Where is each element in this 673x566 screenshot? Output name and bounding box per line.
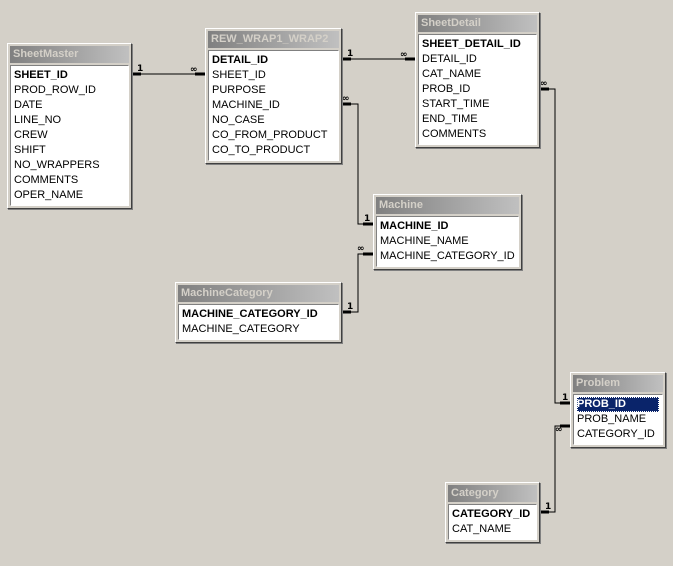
one-label: 1 — [364, 214, 370, 224]
many-label: ∞ — [400, 50, 408, 60]
field-item[interactable]: END_TIME — [422, 113, 478, 125]
rel-sheetdetail-problem — [539, 88, 570, 404]
field-item[interactable]: PURPOSE — [212, 84, 266, 96]
many-label: ∞ — [190, 65, 198, 75]
many-label: ∞ — [555, 425, 563, 435]
field-item[interactable]: CREW — [14, 129, 48, 141]
field-item[interactable]: SHEET_ID — [212, 69, 266, 81]
field-item[interactable]: SHEET_ID — [14, 69, 68, 81]
table-title-bar[interactable]: SheetDetail — [418, 15, 537, 32]
field-list[interactable]: SHEET_DETAIL_ID DETAIL_ID CAT_NAME PROB_ID S… — [418, 34, 537, 145]
field-list[interactable]: MACHINE_CATEGORY_ID MACHINE_CATEGORY — [178, 304, 339, 340]
field-item[interactable]: MACHINE_ID — [212, 99, 280, 111]
table-title-bar[interactable]: MachineCategory — [178, 285, 339, 302]
field-item[interactable]: PROD_ROW_ID — [14, 84, 96, 96]
field-item[interactable]: COMMENTS — [422, 128, 487, 140]
table-title-bar[interactable]: Category — [448, 485, 537, 502]
field-item[interactable]: MACHINE_CATEGORY — [182, 323, 300, 335]
one-label: 1 — [347, 49, 353, 59]
field-item[interactable]: CAT_NAME — [422, 68, 482, 80]
field-item[interactable]: LINE_NO — [14, 114, 62, 126]
field-item[interactable]: START_TIME — [422, 98, 490, 110]
field-item[interactable]: NO_WRAPPERS — [14, 159, 100, 171]
field-item[interactable]: NO_CASE — [212, 114, 265, 126]
many-label: ∞ — [342, 94, 350, 104]
field-item[interactable]: CO_FROM_PRODUCT — [212, 129, 328, 141]
field-list[interactable]: SHEET_ID PROD_ROW_ID DATE LINE_NO CREW SHIFT N… — [10, 65, 129, 206]
field-item[interactable]: DETAIL_ID — [422, 53, 477, 65]
rel-category-problem — [539, 425, 570, 513]
many-label: ∞ — [357, 244, 365, 254]
field-item[interactable]: MACHINE_CATEGORY_ID — [182, 308, 318, 320]
field-item[interactable]: MACHINE_NAME — [380, 235, 469, 247]
field-item[interactable]: OPER_NAME — [14, 189, 84, 201]
field-item[interactable]: DETAIL_ID — [212, 54, 269, 66]
field-item[interactable]: CO_TO_PRODUCT — [212, 144, 311, 156]
table-title-bar[interactable]: Machine — [376, 197, 519, 214]
field-item[interactable]: PROB_NAME — [577, 413, 647, 425]
field-list[interactable]: DETAIL_ID SHEET_ID PURPOSE MACHINE_ID NO_CAS… — [208, 50, 339, 161]
field-list[interactable]: MACHINE_ID MACHINE_NAME MACHINE_CATEGORY_I… — [376, 216, 519, 267]
field-item[interactable]: CATEGORY_ID — [577, 428, 655, 440]
one-label: 1 — [562, 393, 568, 403]
rel-machinecategory-machine — [341, 253, 373, 313]
table-title-bar[interactable]: Problem — [573, 375, 663, 392]
field-item[interactable]: CAT_NAME — [452, 523, 512, 535]
one-label: 1 — [347, 302, 353, 312]
rel-rew-machine — [341, 103, 373, 225]
table-title-bar[interactable]: REW_WRAP1_WRAP2 — [208, 31, 339, 48]
field-item[interactable]: CATEGORY_ID — [452, 508, 531, 520]
field-item[interactable]: SHIFT — [14, 144, 46, 156]
field-item[interactable]: COMMENTS — [14, 174, 79, 186]
field-item[interactable]: DATE — [14, 99, 43, 111]
field-item[interactable]: MACHINE_CATEGORY_ID — [380, 250, 515, 262]
field-item[interactable]: PROB_ID — [422, 83, 471, 95]
field-item[interactable]: PROB_ID — [577, 397, 659, 412]
table-title-bar[interactable]: SheetMaster — [10, 46, 129, 63]
field-item[interactable]: MACHINE_ID — [380, 220, 449, 232]
field-item[interactable]: SHEET_DETAIL_ID — [422, 38, 521, 50]
one-label: 1 — [137, 64, 143, 74]
many-label: ∞ — [540, 79, 548, 89]
one-label: 1 — [545, 502, 551, 512]
field-list[interactable]: CATEGORY_ID CAT_NAME — [448, 504, 537, 540]
